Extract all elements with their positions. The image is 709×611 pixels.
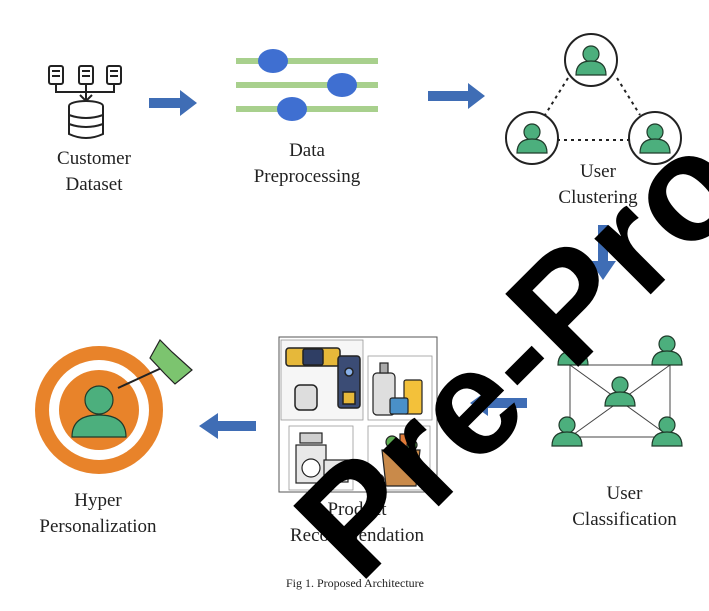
customer-dataset-label: Customer Dataset <box>32 146 156 197</box>
hyper-personalization-label: Hyper Personalization <box>18 488 178 539</box>
product-grid <box>278 336 438 493</box>
arrow-left-1 <box>470 390 527 416</box>
groceries-icon <box>371 433 421 487</box>
arrow-right-2 <box>428 83 485 109</box>
figure-caption: Fig 1. Proposed Architecture <box>286 576 424 590</box>
database-icon <box>48 65 122 139</box>
user-classification-line1: User <box>606 483 643 504</box>
customer-dataset-line1: Customer <box>57 148 131 169</box>
sliders-icon <box>236 49 378 121</box>
arrow-left-2 <box>199 413 256 439</box>
data-preprocessing-line1: Data <box>289 140 325 161</box>
user-clustering-line1: User <box>580 161 616 182</box>
product-recommendation-label: Product Recommendation <box>262 497 452 548</box>
arrow-down <box>590 225 616 280</box>
flow-arrows <box>149 83 616 439</box>
product-recommendation-line1: Product <box>327 499 387 520</box>
hyper-personalization-line1: Hyper <box>74 490 122 511</box>
electronics-icon <box>285 347 361 411</box>
target-icon <box>35 339 193 474</box>
arrow-right-1 <box>149 90 197 116</box>
user-clustering-line2: Clustering <box>558 186 638 208</box>
hyper-personalization-line2: Personalization <box>39 515 157 537</box>
cluster-icon <box>505 33 682 165</box>
data-preprocessing-line2: Preprocessing <box>253 165 361 187</box>
product-recommendation-line2: Recommendation <box>289 524 425 546</box>
user-classification-label: User Classification <box>552 481 697 532</box>
user-classification-line2: Classification <box>572 508 677 530</box>
user-clustering-label: User Clustering <box>538 159 658 210</box>
data-preprocessing-label: Data Preprocessing <box>232 138 382 189</box>
customer-dataset-line2: Dataset <box>65 173 123 195</box>
classification-icon <box>551 335 683 447</box>
appliances-icon <box>295 432 349 484</box>
cosmetics-icon <box>372 362 423 416</box>
